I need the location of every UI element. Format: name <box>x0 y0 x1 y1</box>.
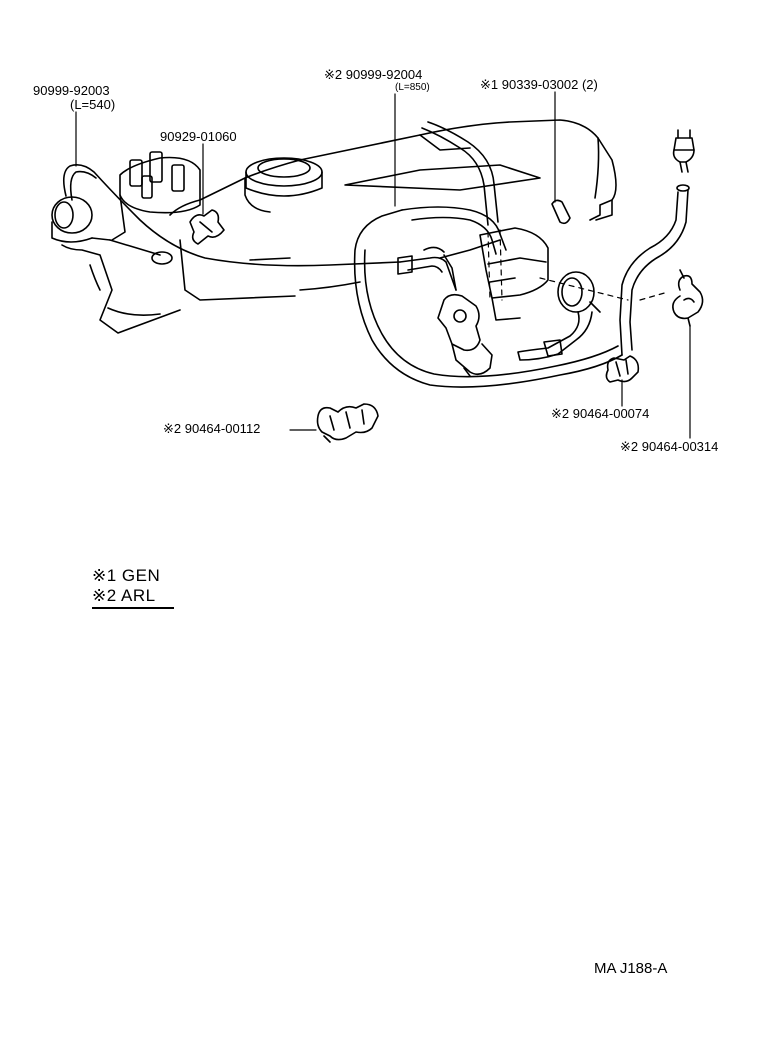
legend-gen: ※1 GEN <box>92 566 161 585</box>
callout-hose-left-part: 90999-92003 <box>33 83 110 98</box>
vsv-bracket <box>480 228 548 320</box>
cylinder-head-cover <box>170 120 616 300</box>
callout-hose-left-length: (L=540) <box>70 97 116 112</box>
callout-vsv-part: ※1 90339-03002 (2) <box>480 77 598 92</box>
distributor <box>112 152 200 240</box>
hose-90999-92003 <box>64 165 400 266</box>
breather-hose <box>422 122 498 225</box>
clip-90464-00112 <box>318 404 379 442</box>
assembly-dashed-lines <box>488 230 668 300</box>
hose-90999-92004 <box>355 207 622 387</box>
callout-clip-mid: ※2 90464-00074 <box>551 406 650 421</box>
vacuum-advance-unit <box>52 197 180 333</box>
carburetor-fitting <box>674 130 694 172</box>
vacuum-pipe <box>398 256 456 290</box>
connector-90339-03002 <box>552 200 570 223</box>
figure-code: MA J188-A <box>594 960 668 977</box>
callout-clamp-top: 90929-01060 <box>160 129 237 144</box>
callout-clip-left: ※2 90464-00112 <box>163 421 261 436</box>
legend-underline <box>92 607 174 609</box>
vacuum-valve <box>518 272 600 360</box>
hose-right-fitting <box>620 185 689 355</box>
clip-90464-00314 <box>673 270 703 326</box>
callout-hose-main-length: (L=850) <box>395 82 430 93</box>
callout-clip-right: ※2 90464-00314 <box>620 439 719 454</box>
clip-90464-00074 <box>606 356 638 382</box>
vsv-unit <box>424 247 492 376</box>
leader-lines <box>76 92 690 438</box>
oil-filler-cap <box>246 158 322 196</box>
callout-hose-main-part: ※2 90999-92004 <box>324 67 423 82</box>
clamp-90929-01060 <box>190 210 224 244</box>
legend-arl: ※2 ARL <box>92 586 156 605</box>
